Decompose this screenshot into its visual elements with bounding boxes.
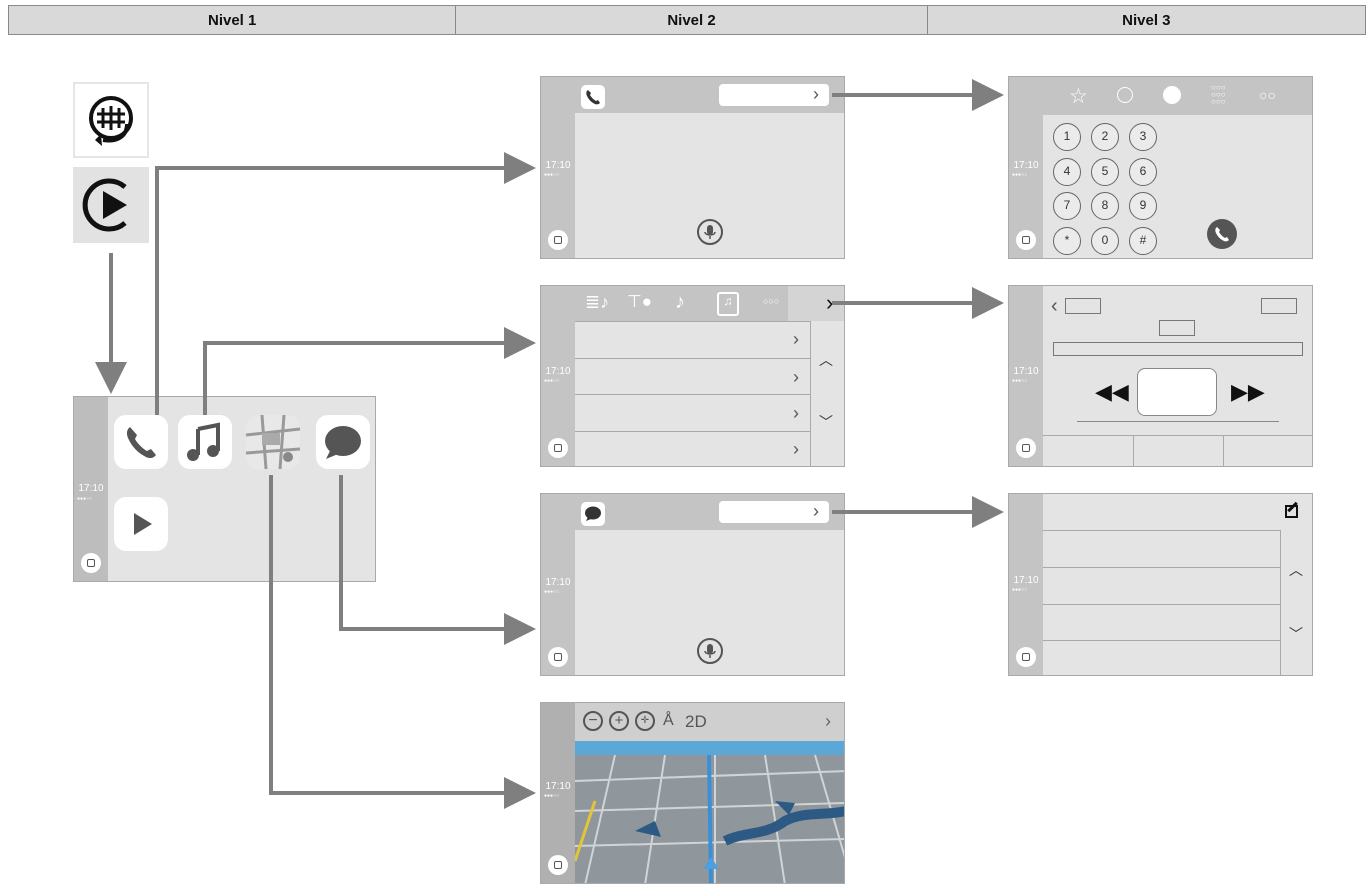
arrow-phone-to-level2 bbox=[155, 152, 536, 415]
status-time: 17:10 bbox=[545, 781, 571, 792]
home-button[interactable] bbox=[548, 855, 568, 875]
compose-icon[interactable] bbox=[1285, 501, 1298, 518]
map-view[interactable] bbox=[575, 741, 845, 884]
album-icon[interactable]: ♫ bbox=[717, 292, 739, 316]
keypad-key[interactable]: 5 bbox=[1091, 158, 1119, 186]
keypad-key[interactable]: 3 bbox=[1129, 123, 1157, 151]
status-time: 17:10 bbox=[545, 160, 571, 171]
now-playing-screen: ‹ ◀◀ ▶▶ 17:10 ●●●○○ bbox=[1008, 285, 1313, 467]
status-time: 17:10 bbox=[1013, 366, 1039, 377]
messages-list-screen: ︿ ﹀ 17:10 ●●●○○ bbox=[1008, 493, 1313, 676]
arrow-maps-to-level2 bbox=[269, 475, 536, 809]
options-box[interactable] bbox=[1261, 298, 1297, 314]
carplay-play-icon[interactable] bbox=[73, 167, 149, 243]
carplay-home-screen: 17:10 ●●●○○ bbox=[73, 396, 376, 582]
music-browse-screen: ≣♪ ⊤● ♪ ♫ ○○○ › › › › › ︿ ﹀ 17:10 ●●●○○ bbox=[540, 285, 845, 467]
keypad-key[interactable]: 9 bbox=[1129, 192, 1157, 220]
recenter-icon[interactable]: ✛ bbox=[635, 711, 655, 731]
home-button[interactable] bbox=[1016, 230, 1036, 250]
track-info-box bbox=[1159, 320, 1195, 336]
scroll-down-icon[interactable]: ﹀ bbox=[819, 414, 833, 430]
keypad-key[interactable]: 2 bbox=[1091, 123, 1119, 151]
status-time: 17:10 bbox=[545, 577, 571, 588]
more-icon[interactable]: ○○○ bbox=[763, 296, 780, 306]
rewind-button[interactable]: ◀◀ bbox=[1095, 379, 1129, 404]
list-item-chevron[interactable]: › bbox=[793, 403, 799, 423]
list-item-chevron[interactable]: › bbox=[793, 439, 799, 459]
recent-call-field[interactable] bbox=[719, 84, 829, 106]
keypad-key[interactable]: 4 bbox=[1053, 158, 1081, 186]
artist-icon[interactable]: ⊤● bbox=[627, 292, 653, 311]
contacts-icon[interactable] bbox=[1163, 86, 1181, 104]
playlist-icon[interactable]: ≣♪ bbox=[585, 292, 610, 312]
phone-app-icon[interactable] bbox=[114, 415, 168, 469]
phone-icon bbox=[581, 85, 605, 109]
zoom-in-icon[interactable]: + bbox=[609, 711, 629, 731]
north-icon[interactable]: Å bbox=[663, 712, 674, 729]
keypad-key[interactable]: 7 bbox=[1053, 192, 1081, 220]
scroll-up-icon[interactable]: ︿ bbox=[1289, 562, 1303, 578]
music-app-icon[interactable] bbox=[178, 415, 232, 469]
siri-mic-icon[interactable] bbox=[697, 638, 723, 664]
status-time: 17:10 bbox=[1013, 575, 1039, 586]
map-screen: − + ✛ Å 2D › 17:10 ●●●○○ bbox=[540, 702, 845, 884]
home-button[interactable] bbox=[548, 230, 568, 250]
keypad-key[interactable]: 1 bbox=[1053, 123, 1081, 151]
home-button[interactable] bbox=[1016, 438, 1036, 458]
phone-screen: › 17:10 ●●●○○ bbox=[540, 76, 845, 259]
messages-app-icon[interactable] bbox=[316, 415, 370, 469]
keypad-key[interactable]: 0 bbox=[1091, 227, 1119, 255]
keypad-icon[interactable]: ○○○○○○○○○ bbox=[1211, 83, 1226, 106]
call-button[interactable] bbox=[1207, 219, 1237, 249]
keypad-key[interactable]: 6 bbox=[1129, 158, 1157, 186]
scroll-down-icon[interactable]: ﹀ bbox=[1289, 626, 1303, 642]
language-globe-icon[interactable] bbox=[73, 82, 149, 158]
chevron-right-icon[interactable]: › bbox=[813, 84, 819, 104]
chevron-right-icon[interactable]: › bbox=[825, 711, 831, 731]
home-button[interactable] bbox=[548, 438, 568, 458]
status-time: 17:10 bbox=[78, 483, 104, 494]
status-time: 17:10 bbox=[1013, 160, 1039, 171]
fast-forward-button[interactable]: ▶▶ bbox=[1231, 379, 1265, 404]
header-level-2: Nivel 2 bbox=[456, 6, 928, 34]
list-item-chevron[interactable]: › bbox=[793, 367, 799, 387]
arrow-messages-to-level2 bbox=[339, 475, 536, 645]
back-icon[interactable]: ‹ bbox=[1051, 295, 1058, 317]
chevron-right-icon[interactable]: › bbox=[813, 501, 819, 521]
level-header: Nivel 1 Nivel 2 Nivel 3 bbox=[8, 5, 1366, 35]
messages-screen: › 17:10 ●●●○○ bbox=[540, 493, 845, 676]
header-level-1: Nivel 1 bbox=[9, 6, 457, 34]
home-button[interactable] bbox=[81, 553, 101, 573]
list-item-chevron[interactable]: › bbox=[793, 329, 799, 349]
song-icon[interactable]: ♪ bbox=[675, 291, 685, 313]
home-button[interactable] bbox=[1016, 647, 1036, 667]
favorites-icon[interactable]: ☆ bbox=[1069, 85, 1088, 108]
progress-bar[interactable] bbox=[1053, 342, 1303, 356]
voicemail-icon[interactable]: ○○ bbox=[1259, 87, 1276, 103]
map-mode-toggle[interactable]: 2D bbox=[685, 712, 707, 731]
back-label-box[interactable] bbox=[1065, 298, 1101, 314]
scroll-up-icon[interactable]: ︿ bbox=[819, 352, 833, 368]
maps-app-icon[interactable] bbox=[246, 415, 300, 469]
header-level-3: Nivel 3 bbox=[1122, 11, 1171, 29]
recents-icon[interactable] bbox=[1117, 87, 1133, 103]
play-pause-button[interactable] bbox=[1137, 368, 1217, 416]
keypad-key[interactable]: 8 bbox=[1091, 192, 1119, 220]
arrow-music-to-level2 bbox=[203, 327, 536, 415]
now-playing-app-icon[interactable] bbox=[114, 497, 168, 551]
siri-mic-icon[interactable] bbox=[697, 219, 723, 245]
zoom-out-icon[interactable]: − bbox=[583, 711, 603, 731]
message-icon bbox=[581, 502, 605, 526]
recent-message-field[interactable] bbox=[719, 501, 829, 523]
status-time: 17:10 bbox=[545, 366, 571, 377]
keypad-key[interactable]: # bbox=[1129, 227, 1157, 255]
home-button[interactable] bbox=[548, 647, 568, 667]
keypad-key[interactable]: * bbox=[1053, 227, 1081, 255]
